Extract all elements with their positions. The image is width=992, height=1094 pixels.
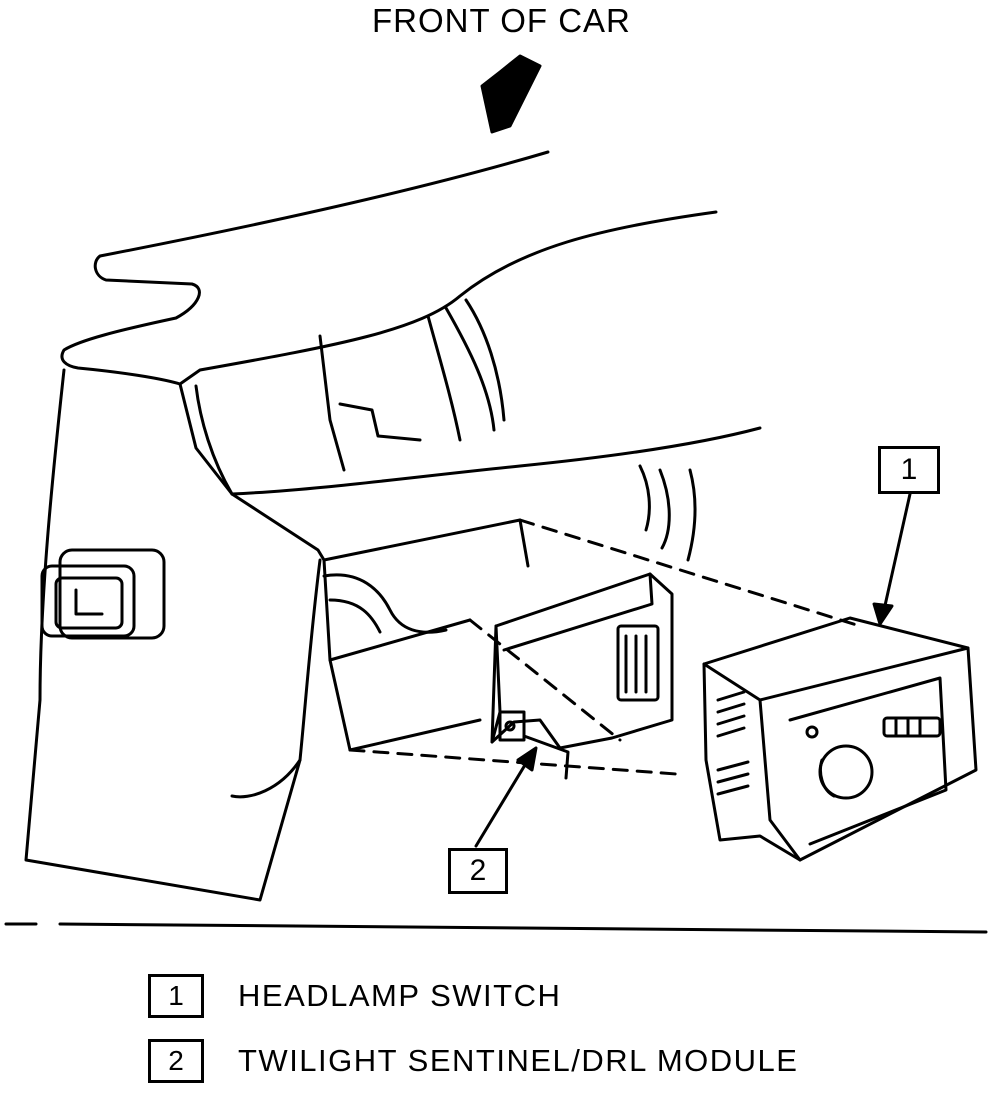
legend-key-2: 2 [148,1039,204,1083]
drl-module [490,572,674,780]
leader-line-1 [872,492,912,626]
callout-1: 1 [878,446,940,494]
legend-key-1: 1 [148,974,204,1018]
callout-2: 2 [448,848,508,894]
front-of-car-label: FRONT OF CAR [372,2,631,39]
alignment-dashed-lines [348,518,862,776]
front-direction-arrow-icon [480,54,542,134]
left-side-panel [24,368,322,902]
legend-item-drl-module: 2 TWILIGHT SENTINEL/DRL MODULE [148,1037,798,1085]
separator-line [4,922,988,934]
legend-item-headlamp-switch: 1 HEADLAMP SWITCH [148,972,561,1020]
headlamp-switch [702,616,978,862]
legend-label-1: HEADLAMP SWITCH [238,978,562,1013]
instrument-panel [60,150,762,562]
legend-label-2: TWILIGHT SENTINEL/DRL MODULE [238,1043,799,1078]
leader-line-2 [474,746,538,848]
